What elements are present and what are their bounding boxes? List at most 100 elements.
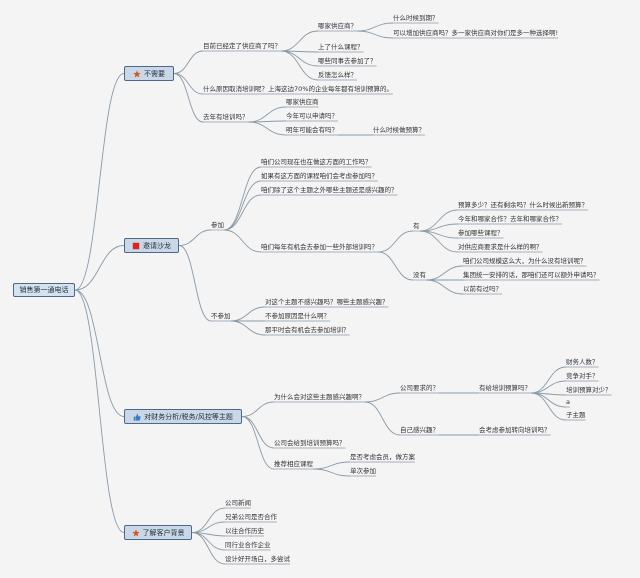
node-recommend-course[interactable]: 推荐相应课程 — [274, 460, 313, 468]
node-competitors[interactable]: 竞争对手？ — [566, 372, 599, 380]
star-icon — [133, 69, 141, 78]
edge-connector — [425, 265, 464, 281]
branch-customer-background[interactable]: 了解客户背景 — [124, 525, 192, 540]
node-usual-training[interactable]: 那平时会有机会去参加培训？ — [265, 326, 350, 334]
edge-connector — [191, 532, 226, 565]
edge-connector — [223, 194, 262, 231]
branch-label: 了解客户背景 — [142, 528, 185, 537]
edge-connector — [223, 229, 262, 253]
node-add-supplier[interactable]: 可以增加供应商吗？多一家供应商对你们是多一种选择啊! — [393, 29, 559, 37]
node-ever-before[interactable]: 以前有过吗？ — [463, 285, 502, 293]
edge-connector — [241, 401, 275, 417]
edge-connector — [191, 507, 226, 533]
node-courses-taken[interactable]: 参加哪些课程？ — [458, 229, 504, 237]
node-external-training[interactable]: 咱们每年有机会去参加一些外部培训吗？ — [261, 243, 378, 251]
edge-connector — [248, 121, 287, 136]
node-which-supplier-2[interactable]: 哪家供应商 — [286, 98, 319, 106]
node-current-supplier[interactable]: 目前已经定了供应商了吗？ — [203, 42, 281, 50]
node-no[interactable]: 没有 — [413, 271, 426, 279]
branch-not-needed[interactable]: 不需要 — [124, 66, 174, 81]
node-other-topics[interactable]: 咱们除了这个主题之外哪些主题还是感兴趣的？ — [261, 186, 398, 194]
edge-connector — [364, 401, 401, 436]
node-budget-left[interactable]: 预算多少？还有剩余吗？什么时候出新预算？ — [458, 201, 588, 209]
node-partners[interactable]: 今年和哪家合作？去年和哪家合作？ — [458, 215, 562, 223]
edge-connector — [173, 50, 204, 74]
node-last-year-training[interactable]: 去年有培训吗？ — [203, 113, 249, 121]
node-which-supplier[interactable]: 哪家供应商？ — [318, 22, 357, 30]
node-history[interactable]: 以往合作历史 — [225, 527, 264, 535]
node-attend[interactable]: 参加 — [211, 221, 224, 229]
node-apply-this-year[interactable]: 今年可以申请吗？ — [286, 112, 338, 120]
edge-connector — [356, 30, 394, 39]
edge-connector — [178, 245, 212, 322]
node-industry-peers[interactable]: 同行业合作企业 — [225, 541, 271, 549]
node-opening-line[interactable]: 设计好开场白，多尝试 — [225, 555, 290, 563]
node-budget-time[interactable]: 什么时候做预算？ — [373, 126, 425, 134]
node-group-arranged[interactable]: 集团统一安排的话，那咱们还可以额外申请吗？ — [463, 271, 600, 279]
node-consider-course[interactable]: 如果有这方面的课程咱们会考虑参加吗？ — [261, 172, 378, 180]
node-company-required[interactable]: 公司要求的？ — [400, 384, 439, 392]
node-which-course[interactable]: 上了什么课程？ — [318, 43, 364, 51]
edge-connector — [230, 306, 266, 322]
edge-connector — [312, 468, 351, 477]
node-cancel-reason[interactable]: 什么原因取消培训呢？上海这边70%的企业每年都有培训预算的。 — [203, 85, 393, 93]
edge-connector — [377, 251, 414, 281]
thumb-icon — [133, 413, 141, 421]
edge-connector — [241, 416, 275, 470]
branch-invite-salon[interactable]: 邀请沙龙 — [124, 238, 179, 253]
node-yes[interactable]: 有 — [413, 222, 420, 230]
edge-connector — [74, 245, 125, 291]
node-finance-headcount[interactable]: 财务人数？ — [566, 358, 599, 366]
node-self-interested[interactable]: 自己感兴趣？ — [400, 426, 439, 434]
node-next-year[interactable]: 明年可能会有吗？ — [286, 126, 338, 134]
edge-connector — [356, 22, 394, 32]
edge-connector — [74, 289, 125, 417]
edge-connector — [223, 166, 262, 231]
node-single-attend[interactable]: 单次参加 — [350, 467, 376, 475]
node-sister-company[interactable]: 兄弟公司是否合作 — [225, 513, 277, 521]
root-node[interactable]: 销售第一通电话 — [13, 283, 75, 297]
node-company-budget[interactable]: 公司会给到培训预算吗？ — [274, 439, 346, 447]
node-has-budget[interactable]: 有给培训预算吗？ — [479, 384, 531, 392]
node-doing-this-work[interactable]: 咱们公司现在也在做这方面的工作吗？ — [261, 158, 372, 166]
node-not-interested[interactable]: 对这个主题不感兴趣吗？哪些主题感兴趣？ — [265, 298, 389, 306]
branch-finance-topics[interactable]: 对财务分析/税务/风控等主题 — [124, 409, 242, 424]
root-node-label: 销售第一通电话 — [19, 286, 69, 294]
edge-connector — [178, 229, 212, 246]
node-feedback[interactable]: 反馈怎么样？ — [318, 71, 357, 79]
node-why-no-training[interactable]: 咱们公司规模这么大，为什么没有培训呢？ — [463, 257, 587, 265]
node-which-colleagues[interactable]: 哪些同事去参加了？ — [318, 57, 377, 65]
star-icon — [131, 528, 140, 537]
edge-connector — [230, 320, 266, 336]
edge-connector — [191, 521, 226, 533]
edge-connector — [530, 392, 567, 421]
node-subtopic[interactable]: 子主题 — [566, 411, 586, 419]
node-why-interested[interactable]: 为什么会对这些主题感兴趣啊？ — [274, 393, 365, 401]
edge-connector — [173, 73, 204, 95]
node-not-attend[interactable]: 不参加 — [211, 312, 231, 320]
edge-connector — [312, 461, 351, 470]
node-not-attend-reason[interactable]: 不参加原因是什么啊？ — [265, 312, 330, 320]
node-a[interactable]: a — [566, 398, 570, 406]
edge-connector — [280, 30, 319, 52]
edge-connector — [530, 380, 567, 394]
edge-connector — [280, 50, 319, 81]
edge-connector — [74, 73, 125, 291]
node-supplier-requirements[interactable]: 对供应商要求是什么样的啊？ — [458, 243, 543, 251]
edge-connector — [530, 366, 567, 394]
node-budget-amount[interactable]: 培训预算对少？ — [566, 386, 612, 394]
edge-connector — [419, 230, 459, 253]
node-expiry[interactable]: 什么时候到期？ — [393, 14, 439, 22]
branch-label: 对财务分析/税务/风控等主题 — [144, 412, 233, 421]
edge-connector — [223, 180, 262, 231]
edge-connector — [425, 279, 464, 295]
edge-connector — [74, 289, 125, 533]
node-membership[interactable]: 是否考虑会员，做方案 — [350, 453, 415, 461]
edge-connector — [364, 392, 401, 403]
edge-connector — [173, 73, 204, 123]
node-company-news[interactable]: 公司新闻 — [225, 499, 251, 507]
node-consider-switch[interactable]: 会考虑参加转向培训吗？ — [479, 426, 551, 434]
branch-label: 邀请沙龙 — [143, 241, 171, 250]
